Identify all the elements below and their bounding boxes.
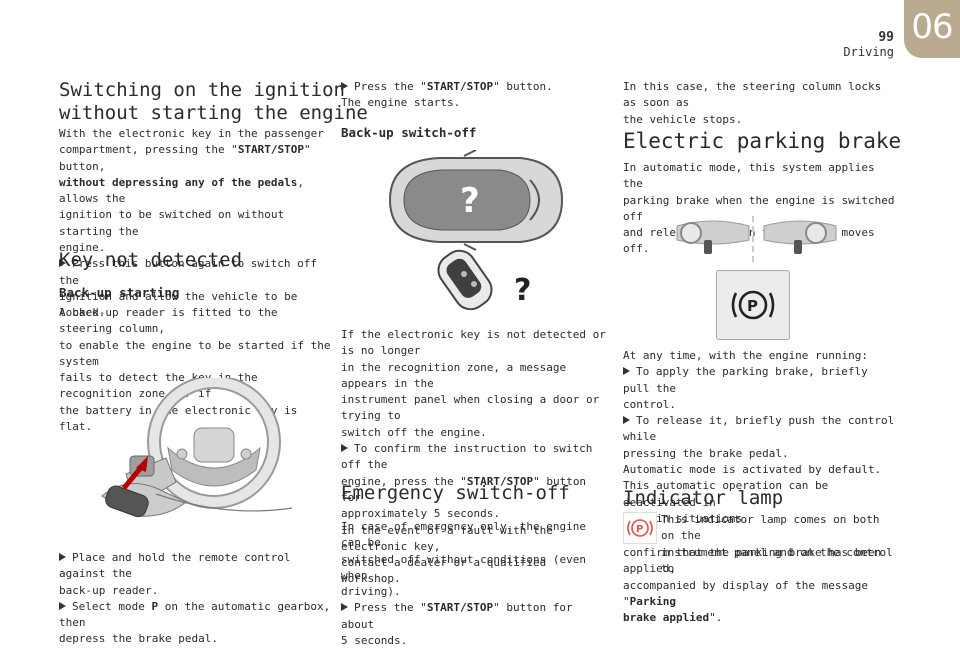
backup-switch-off-title: Back-up switch-off: [341, 125, 477, 140]
section-name: Driving: [843, 45, 894, 59]
ignition-paragraph: With the electronic key in the passenger…: [59, 127, 324, 320]
indicator-paragraph-top: This indicator lamp comes on both on the…: [661, 513, 893, 575]
backup-steps: Place and hold the remote control agains…: [59, 551, 331, 646]
bullet-arrow-icon: [341, 603, 348, 612]
diagram-divider: [752, 216, 754, 262]
svg-text:P: P: [747, 297, 758, 315]
car-key-not-detected-illustration: ? ?: [388, 150, 564, 310]
bullet-arrow-icon: [59, 259, 66, 268]
ignition-title-line-2: without starting the engine: [59, 102, 368, 124]
svg-text:P: P: [636, 524, 643, 535]
backup-starting-title: Back-up starting: [59, 285, 180, 300]
emergency-switch-off-title: Emergency switch-off: [341, 482, 570, 504]
backup-paragraph: A back-up reader is fitted to the steeri…: [59, 306, 331, 434]
electric-parking-brake-title: Electric parking brake: [623, 129, 902, 153]
press-start-stop: Press the "START/STOP" button. The engin…: [341, 80, 553, 110]
bullet-arrow-icon: [341, 82, 348, 90]
indicator-lamp-icon-box: P: [623, 512, 657, 544]
page-number: 99: [878, 30, 894, 45]
indicator-paragraph-bottom: confirm that the parking brake has been …: [623, 546, 882, 625]
parking-brake-icon: P: [731, 290, 775, 320]
chapter-tab: 06: [904, 0, 960, 58]
red-parking-brake-lamp-icon: P: [627, 519, 653, 537]
parking-brake-switch: P: [716, 270, 790, 340]
emergency-paragraph: In case of emergency only, the engine ca…: [341, 520, 587, 648]
indicator-lamp-title: Indicator lamp: [623, 487, 784, 509]
key-not-detected-title: Key not detected: [59, 249, 243, 271]
bullet-arrow-icon: [623, 367, 630, 376]
brake-push-illustration: [763, 220, 837, 254]
brake-pull-illustration: [676, 220, 750, 254]
ignition-title-line-1: Switching on the ignition: [59, 79, 345, 101]
ignition-title: Switching on the ignition without starti…: [59, 79, 368, 125]
bullet-arrow-icon: [341, 444, 348, 453]
bullet-arrow-icon: [59, 601, 66, 610]
epb-instructions: At any time, with the engine running: To…: [623, 349, 895, 525]
not-detected-paragraph: If the electronic key is not detected or…: [341, 328, 606, 586]
steering-lock-paragraph: In this case, the steering column locks …: [623, 80, 882, 126]
bullet-arrow-icon: [623, 416, 630, 425]
car-question-mark: ?: [460, 181, 480, 221]
steering-wheel-backup-reader-illustration: [101, 378, 293, 518]
bullet-arrow-icon: [59, 553, 66, 561]
key-question-mark: ?: [514, 273, 531, 308]
